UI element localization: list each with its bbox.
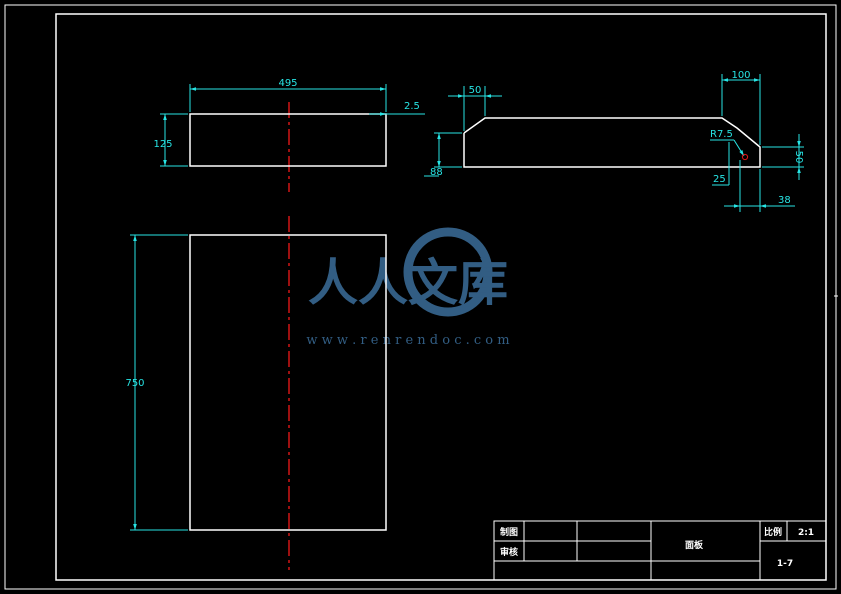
watermark-url: w w w . r e n r e n d o c . c o m <box>306 333 509 348</box>
profile-radius-callout: R7.5 <box>710 129 749 161</box>
title-block-checked-by-label: 审核 <box>500 546 518 558</box>
profile-right-height-label: 50 <box>793 151 804 164</box>
profile-left-dimension: 50 <box>448 85 502 131</box>
title-block-scale-value: 2:1 <box>798 528 814 538</box>
profile-left-label: 50 <box>469 85 482 96</box>
title-block-part-name: 面板 <box>685 539 704 551</box>
top-width-dimension: 495 <box>189 78 387 112</box>
top-width-label: 495 <box>278 78 297 89</box>
front-height-label: 750 <box>125 378 144 389</box>
profile-bottom-dimension: 38 <box>724 160 795 212</box>
title-block-scale-label: 比例 <box>764 526 782 538</box>
watermark-text: 人人文库 <box>308 253 508 312</box>
watermark: 人人文库 w w w . r e n r e n d o c . c o m <box>306 227 510 348</box>
top-offset-dimension: 2.5 <box>369 101 425 116</box>
profile-small-dimension: 25 <box>712 142 730 186</box>
profile-outline <box>463 117 761 168</box>
top-height-dimension: 125 <box>153 113 188 167</box>
watermark-logo-icon <box>403 227 493 317</box>
inner-border <box>55 13 827 581</box>
profile-small-label: 25 <box>713 174 726 185</box>
top-view-outline <box>189 113 387 167</box>
profile-radius-label: R7.5 <box>710 129 733 140</box>
profile-right-top-dimension: 100 <box>721 70 761 145</box>
front-view-outline <box>189 234 387 531</box>
title-block <box>493 520 827 581</box>
profile-right-top-label: 100 <box>731 70 750 81</box>
title-block-drawn-by-label: 制图 <box>500 526 518 538</box>
profile-right-height-dimension: 50 <box>762 134 804 180</box>
title-block-drawing-number: 1-7 <box>777 559 793 569</box>
outer-border <box>4 4 837 590</box>
profile-height-label: 88 <box>430 167 443 178</box>
front-height-dimension: 750 <box>125 234 188 531</box>
top-height-label: 125 <box>153 139 172 150</box>
radius-center-mark <box>741 153 749 161</box>
profile-bottom-label: 38 <box>778 195 791 206</box>
top-offset-label: 2.5 <box>404 101 420 112</box>
profile-height-dimension: 88 <box>424 132 462 178</box>
